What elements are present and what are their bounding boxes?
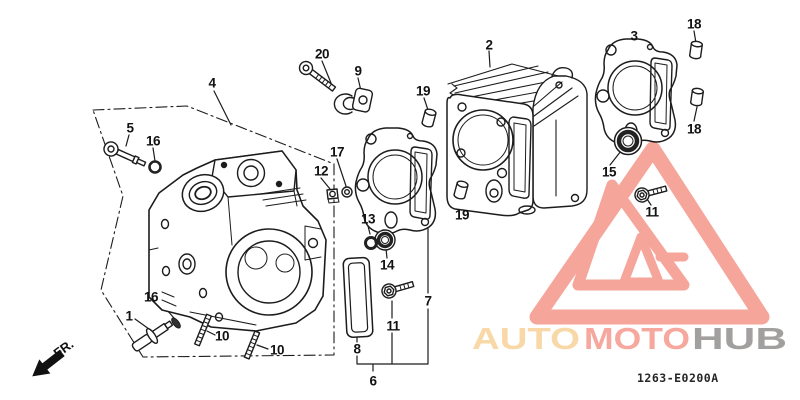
callout-9: 9 — [354, 63, 362, 79]
callout-16: 16 — [143, 289, 159, 305]
part-18-pin — [689, 41, 702, 60]
part-9-clamp — [334, 88, 373, 114]
callout-5: 5 — [126, 120, 134, 136]
part-3-gasket — [595, 39, 677, 145]
callout-6: 6 — [369, 373, 377, 389]
callout-18: 18 — [686, 121, 702, 137]
part-5-bolt — [102, 140, 148, 171]
callout-20: 20 — [314, 46, 330, 62]
callout-14: 14 — [379, 257, 395, 273]
callout-18: 18 — [686, 16, 702, 32]
callout-10: 10 — [214, 328, 230, 344]
callout-8: 8 — [353, 341, 361, 357]
callout-10: 10 — [269, 342, 285, 358]
callout-13: 13 — [360, 211, 376, 227]
part-13-o-ring — [366, 238, 377, 249]
callout-16: 16 — [145, 133, 161, 149]
part-1-joint — [129, 316, 176, 355]
part-16-pin — [170, 317, 182, 330]
fr-arrow — [32, 349, 65, 377]
part-12-nut — [327, 189, 339, 203]
callout-15: 15 — [601, 164, 617, 180]
part-16-o-ring — [150, 162, 161, 173]
callout-7: 7 — [424, 293, 432, 309]
part-19-dowel — [453, 180, 468, 200]
part-11-bolt — [380, 277, 415, 299]
callout-11: 11 — [386, 318, 400, 334]
part-20-bolt — [297, 59, 338, 94]
callout-11: 11 — [645, 204, 659, 220]
part-17-washer — [342, 187, 352, 197]
callout-12: 12 — [313, 163, 329, 179]
part-4-cylinder-head — [149, 151, 326, 331]
callout-4: 4 — [208, 75, 216, 91]
part-18-pin — [690, 88, 703, 107]
callout-3: 3 — [630, 28, 638, 44]
callout-19: 19 — [454, 207, 470, 223]
callout-1: 1 — [125, 308, 133, 324]
callout-2: 2 — [485, 37, 493, 53]
phantom-outline — [93, 106, 334, 357]
callout-17: 17 — [329, 144, 345, 160]
part-8-rect-gasket — [343, 257, 373, 337]
part-10-stud — [195, 314, 212, 346]
part-10-stud — [244, 331, 259, 359]
callout-19: 19 — [415, 83, 431, 99]
part-19-dowel — [421, 108, 436, 128]
diagram-code: 1263-E0200A — [637, 371, 719, 385]
